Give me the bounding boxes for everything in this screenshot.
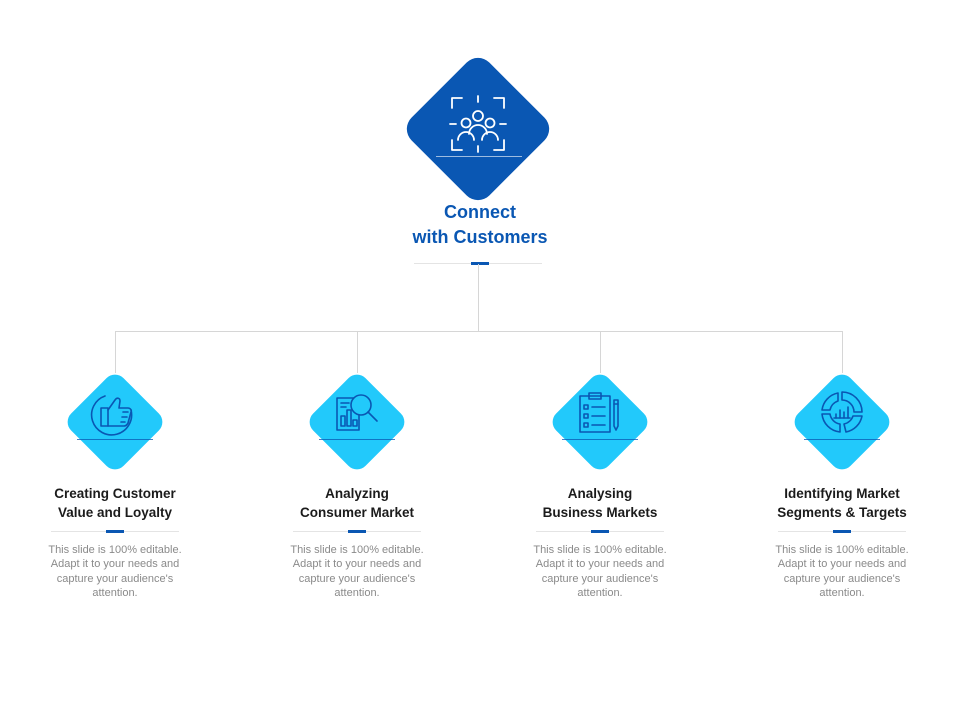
thumbs-up-icon <box>90 395 133 436</box>
clipboard-checklist-icon <box>579 392 619 433</box>
child-node-market-segments: Identifying Market Segments & Targets Th… <box>737 369 947 612</box>
connector-drop-4 <box>842 331 843 373</box>
magnifier-chart-icon <box>336 394 378 431</box>
child-title-line1: Identifying Market <box>784 486 900 501</box>
child-title-line1: Analysing <box>567 486 633 501</box>
child-underline <box>77 439 153 440</box>
root-title-marker <box>471 262 489 265</box>
child-title-marker <box>348 530 366 533</box>
child-title-marker <box>833 530 851 533</box>
child-underline <box>319 439 395 440</box>
segment-pie-icon <box>821 391 863 433</box>
child-underline <box>804 439 880 440</box>
child-title: Analyzing Consumer Market <box>252 484 462 522</box>
child-title-line1: Analyzing <box>325 486 389 501</box>
target-group-icon <box>449 95 507 153</box>
child-description: This slide is 100% editable. Adapt it to… <box>533 544 667 599</box>
child-title-marker <box>591 530 609 533</box>
connector-drop-1 <box>115 331 116 373</box>
child-title-line1: Creating Customer <box>54 486 176 501</box>
child-title-line2: Consumer Market <box>299 505 415 520</box>
connector-bus <box>115 331 843 332</box>
root-node-title: Connect with Customers <box>380 200 580 250</box>
child-node-consumer-market: Analyzing Consumer Market This slide is … <box>252 369 462 612</box>
child-title: Identifying Market Segments & Targets <box>737 484 947 522</box>
child-node-customer-value: Creating Customer Value and Loyalty This… <box>10 369 220 612</box>
child-description: This slide is 100% editable. Adapt it to… <box>290 544 424 599</box>
root-title-line2: with Customers <box>412 227 548 247</box>
connector-drop-2 <box>357 331 358 373</box>
child-description: This slide is 100% editable. Adapt it to… <box>48 544 182 599</box>
child-title: Creating Customer Value and Loyalty <box>10 484 220 522</box>
root-title-line1: Connect <box>444 202 516 222</box>
connector-trunk <box>478 264 479 332</box>
child-title-line2: Segments & Targets <box>777 505 907 520</box>
child-underline <box>562 439 638 440</box>
child-title: Analysing Business Markets <box>495 484 705 522</box>
root-node-underline <box>436 156 522 157</box>
child-description: This slide is 100% editable. Adapt it to… <box>775 544 909 599</box>
child-title-line2: Business Markets <box>542 505 658 520</box>
connector-drop-3 <box>600 331 601 373</box>
child-node-business-markets: Analysing Business Markets This slide is… <box>495 369 705 612</box>
child-title-marker <box>106 530 124 533</box>
child-title-line2: Value and Loyalty <box>57 505 173 520</box>
